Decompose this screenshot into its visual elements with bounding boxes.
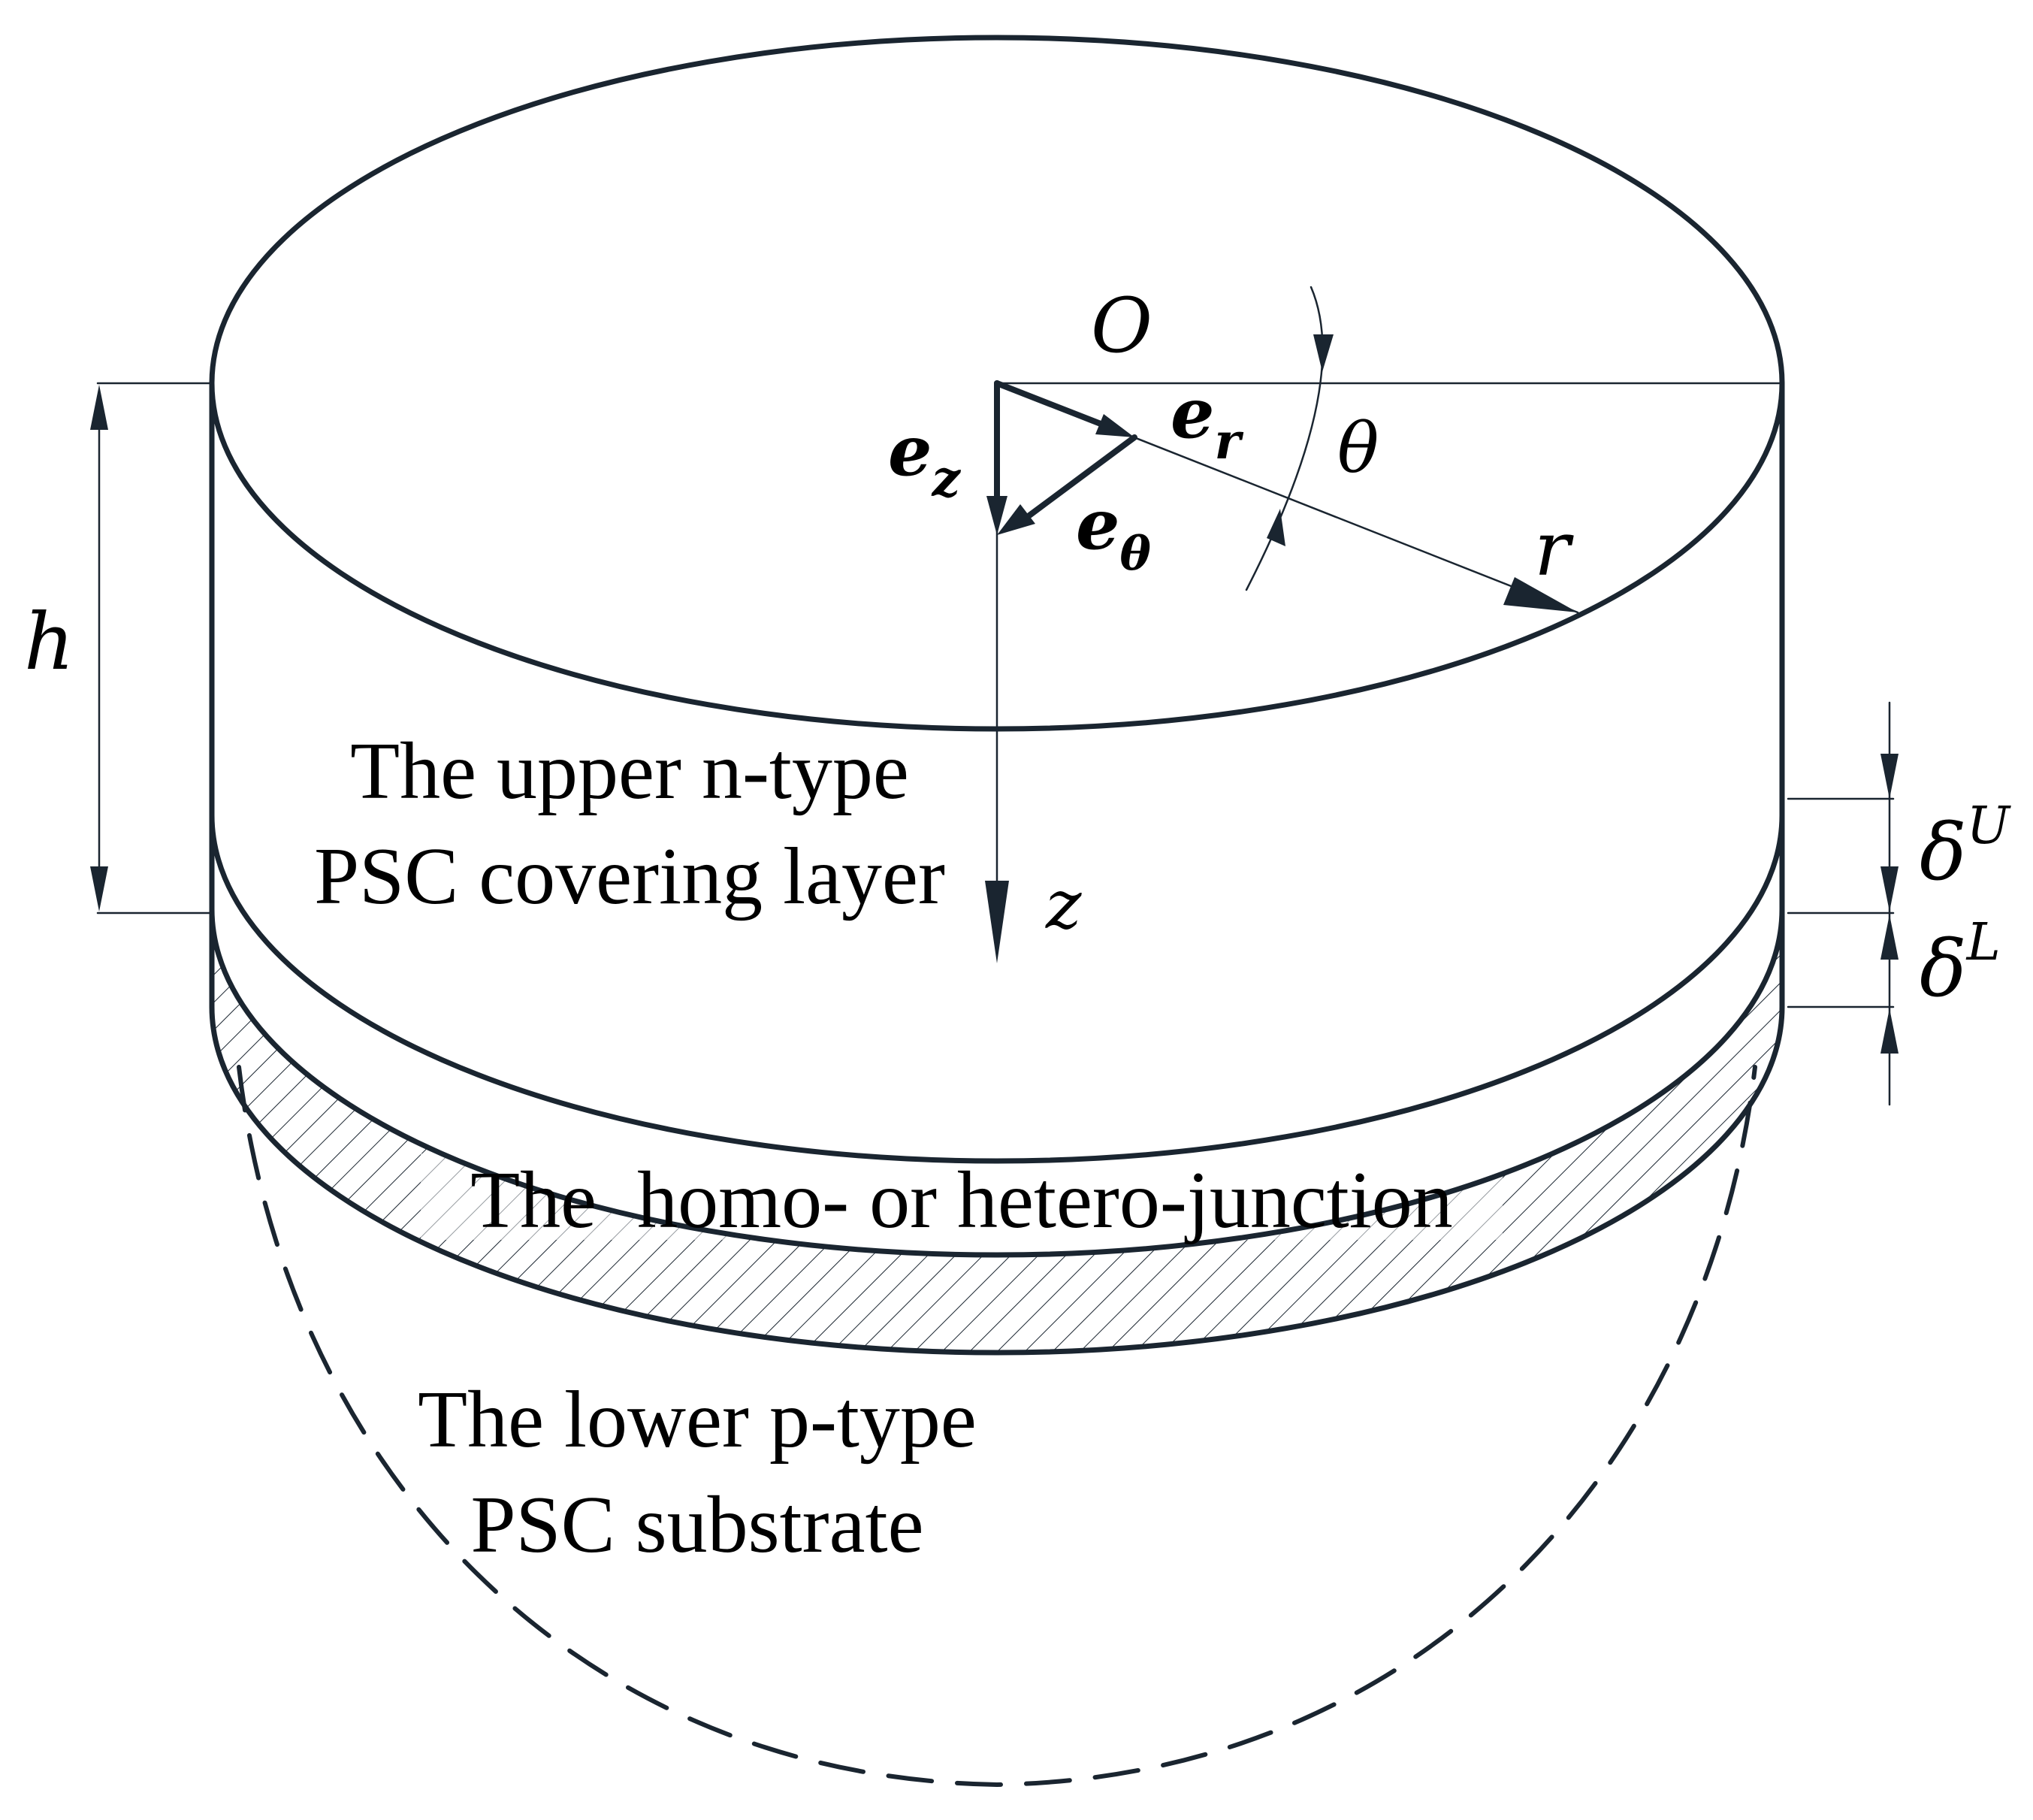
unit-vector-ez-label: ez (888, 410, 962, 508)
unit-vector-etheta-shaft (1026, 434, 1137, 518)
delta-l-arrow-top (1880, 915, 1899, 960)
delta-l-arrow-bottom (1880, 1008, 1899, 1054)
z-axis-arrowhead (985, 881, 1009, 963)
delta-lower-label: δL (1920, 913, 2001, 1014)
substrate-dashed-outline (237, 1065, 1757, 1787)
unit-vector-er-shaft (994, 380, 1104, 427)
h-arrow-up (90, 385, 108, 430)
unit-vector-ez-arrowhead (986, 496, 1007, 535)
z-axis-label: z (1045, 866, 1082, 945)
h-arrow-down (90, 866, 108, 912)
junction-top-curve (209, 906, 1785, 1258)
unit-vector-etheta-arrowhead (997, 504, 1035, 535)
theta-arrowhead-top (1313, 334, 1334, 372)
delta-u-arrow-top (1880, 754, 1899, 799)
upper-layer-label-line1: The upper n-type (350, 727, 909, 816)
delta-upper-label: δU (1920, 797, 2012, 898)
upper-layer-bottom-curve (209, 812, 1785, 1164)
theta-label: θ (1337, 408, 1379, 488)
junction-bottom-curve (209, 1004, 1785, 1356)
substrate-label-line1: The lower p-type (418, 1375, 977, 1465)
radius-arrowhead (1503, 577, 1578, 612)
substrate-label-line2: PSC substrate (470, 1480, 923, 1570)
thickness-h-label: h (24, 596, 74, 688)
theta-arrowhead-bottom (1267, 509, 1285, 546)
unit-vector-er-arrowhead (1095, 414, 1134, 437)
unit-vector-er-label: er (1171, 373, 1244, 470)
radius-label: r (1534, 505, 1574, 593)
junction-label: The homo- or hetero-junction (470, 1156, 1453, 1245)
upper-layer-label-line2: PSC covering layer (314, 832, 945, 921)
origin-label: O (1091, 282, 1152, 370)
delta-u-arrow-bottom (1880, 866, 1899, 912)
unit-vector-etheta-label: eθ (1076, 484, 1152, 581)
